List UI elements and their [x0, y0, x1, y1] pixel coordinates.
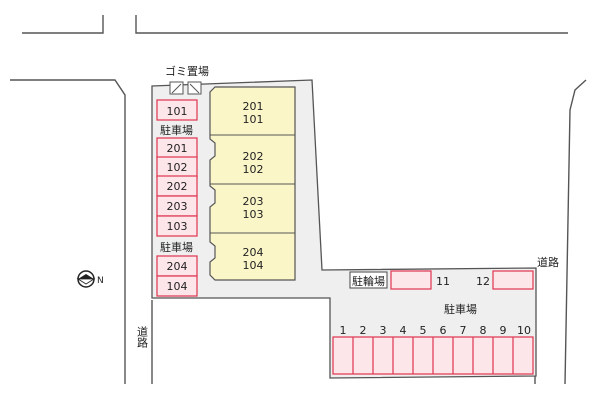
- road-edge-left-top: [10, 79, 126, 384]
- unit-102: 102: [243, 163, 264, 176]
- road-edge-top-right: [135, 15, 568, 34]
- road-label-left: 道路: [136, 325, 149, 349]
- parking-label-right: 駐車場: [444, 302, 477, 316]
- parking-slot-102: 102: [167, 161, 188, 174]
- north-arrow-icon: [76, 270, 96, 288]
- parking-slot-203: 203: [167, 200, 188, 213]
- bicycle-label: 駐輪場: [352, 274, 385, 288]
- garbage-boxes: [169, 81, 202, 95]
- parking-number-8: 8: [480, 324, 487, 337]
- parking-slot-12-label: 12: [476, 275, 490, 288]
- right-parking-row: [332, 336, 534, 375]
- road-label-left-text: 道路: [136, 325, 149, 349]
- north-label: N: [97, 276, 104, 286]
- unit-204: 204: [243, 246, 264, 259]
- parking-number-6: 6: [440, 324, 447, 337]
- parking-number-3: 3: [380, 324, 387, 337]
- parking-slot-204: 204: [167, 260, 188, 273]
- parking-number-2: 2: [360, 324, 367, 337]
- road-label-right: 道路: [537, 255, 559, 269]
- bicycle-parking-box: [349, 271, 388, 289]
- parking-slot-11-label: 11: [436, 275, 450, 288]
- parking-slot-104: 104: [167, 280, 188, 293]
- parking-slot-12: [492, 270, 534, 290]
- unit-101: 101: [243, 113, 264, 126]
- parking-number-7: 7: [460, 324, 467, 337]
- unit-104: 104: [243, 259, 264, 272]
- left-parking-middle: [156, 137, 198, 237]
- parking-slot-103: 103: [167, 220, 188, 233]
- unit-201: 201: [243, 100, 264, 113]
- parking-number-4: 4: [400, 324, 407, 337]
- parking-slot-201: 201: [167, 142, 188, 155]
- road-edge-right: [564, 79, 587, 385]
- road-edge-top-left: [22, 15, 104, 34]
- garbage-label: ゴミ置場: [165, 64, 209, 78]
- unit-103: 103: [243, 208, 264, 221]
- parking-slot-101-top-label: 101: [167, 105, 188, 118]
- building: [209, 86, 296, 281]
- unit-202: 202: [243, 150, 264, 163]
- parking-number-5: 5: [420, 324, 427, 337]
- parking-number-9: 9: [500, 324, 507, 337]
- left-parking-bottom: [156, 255, 198, 297]
- parking-number-10: 10: [517, 324, 531, 337]
- parking-slot-202: 202: [167, 180, 188, 193]
- parking-label-left-1: 駐車場: [160, 123, 193, 137]
- parking-label-left-2: 駐車場: [160, 240, 193, 254]
- parking-number-1: 1: [340, 324, 347, 337]
- unit-203: 203: [243, 195, 264, 208]
- parking-slot-101-top: [156, 99, 198, 121]
- parking-slot-11: [390, 270, 432, 290]
